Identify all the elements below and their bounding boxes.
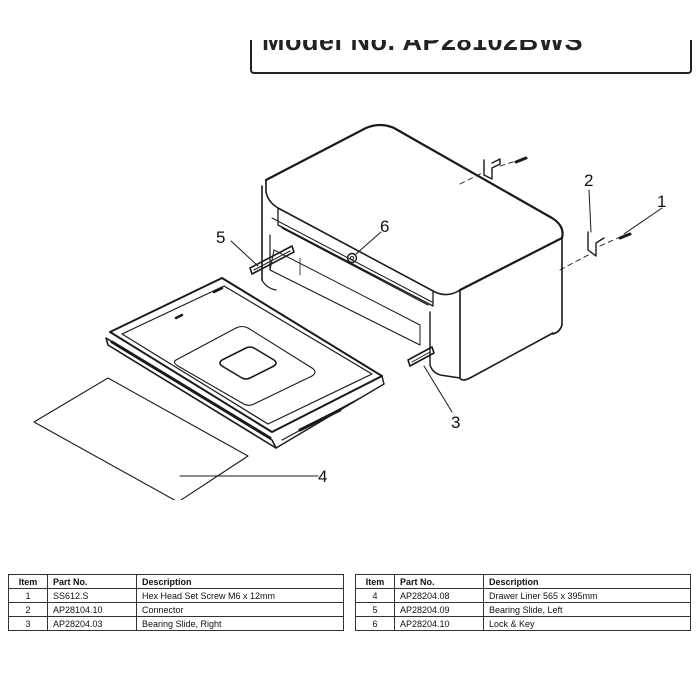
part-no-header: Part No.: [47, 574, 137, 589]
bearing-slide-left: [249, 245, 295, 275]
item-cell: 1: [8, 588, 48, 603]
hex-screw-part: [514, 156, 632, 240]
item-cell: 3: [8, 616, 48, 631]
model-number-text: Model No. AP28102BWS: [262, 40, 584, 56]
callout-leader-lines: [179, 189, 663, 477]
callout-1: 1: [657, 192, 666, 211]
bearing-slide-right: [407, 346, 435, 367]
description-header: Description: [136, 574, 344, 589]
table-header-row: Item Part No. Description: [8, 574, 344, 589]
model-number-banner: Model No. AP28102BWS: [250, 40, 692, 74]
lock-part: [346, 252, 358, 264]
table-row: 1 SS612.S Hex Head Set Screw M6 x 12mm: [8, 588, 344, 603]
callout-4: 4: [318, 467, 327, 486]
description-cell: Connector: [136, 602, 344, 617]
drawer-liner-part: [33, 377, 249, 500]
item-header: Item: [355, 574, 395, 589]
table-row: 6 AP28204.10 Lock & Key: [355, 616, 691, 631]
description-cell: Drawer Liner 565 x 395mm: [483, 588, 691, 603]
description-cell: Bearing Slide, Right: [136, 616, 344, 631]
parts-table-right: Item Part No. Description 4 AP28204.08 D…: [355, 574, 691, 631]
item-header: Item: [8, 574, 48, 589]
part-no-cell: AP28204.03: [47, 616, 137, 631]
description-header: Description: [483, 574, 691, 589]
drawer-tray: [105, 277, 385, 449]
table-row: 4 AP28204.08 Drawer Liner 565 x 395mm: [355, 588, 691, 603]
table-row: 5 AP28204.09 Bearing Slide, Left: [355, 602, 691, 617]
description-cell: Bearing Slide, Left: [483, 602, 691, 617]
drawer-cabinet: [261, 123, 564, 381]
callout-5: 5: [216, 228, 225, 247]
exploded-view-diagram: 1 2 3 4 5 6: [33, 123, 666, 500]
callout-2: 2: [584, 171, 593, 190]
part-no-cell: SS612.S: [47, 588, 137, 603]
item-cell: 6: [355, 616, 395, 631]
part-no-header: Part No.: [394, 574, 484, 589]
callout-3: 3: [451, 413, 460, 432]
item-cell: 5: [355, 602, 395, 617]
part-no-cell: AP28204.10: [394, 616, 484, 631]
item-cell: 2: [8, 602, 48, 617]
part-no-cell: AP28104.10: [47, 602, 137, 617]
table-row: 2 AP28104.10 Connector: [8, 602, 344, 617]
parts-table-left: Item Part No. Description 1 SS612.S Hex …: [8, 574, 344, 631]
description-cell: Lock & Key: [483, 616, 691, 631]
item-cell: 4: [355, 588, 395, 603]
part-no-cell: AP28204.09: [394, 602, 484, 617]
table-row: 3 AP28204.03 Bearing Slide, Right: [8, 616, 344, 631]
description-cell: Hex Head Set Screw M6 x 12mm: [136, 588, 344, 603]
assembly-dashed-lines: [459, 160, 621, 271]
part-no-cell: AP28204.08: [394, 588, 484, 603]
table-header-row: Item Part No. Description: [355, 574, 691, 589]
callout-6: 6: [380, 217, 389, 236]
connector-part: [483, 158, 605, 257]
